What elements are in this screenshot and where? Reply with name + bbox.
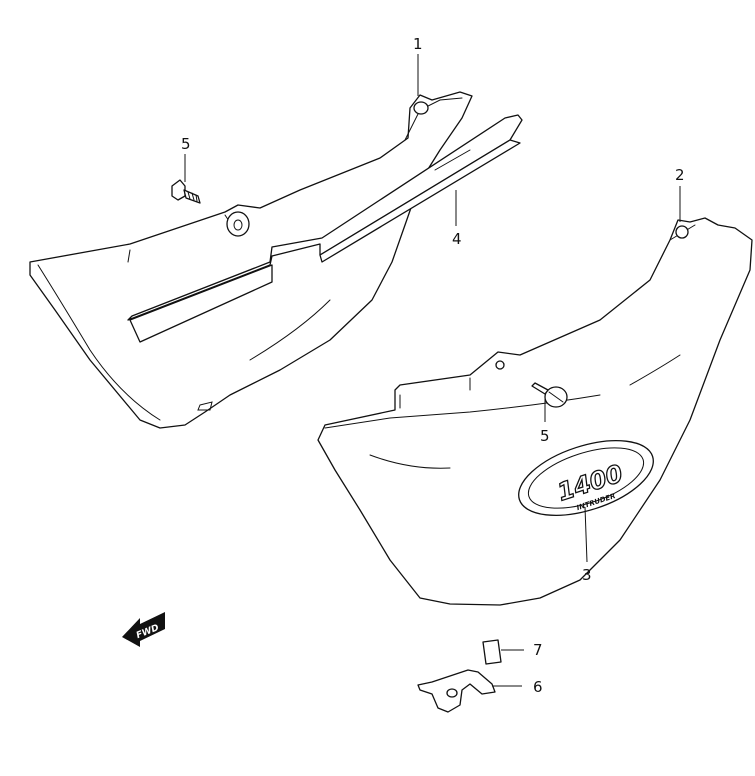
cover-strip <box>127 114 523 343</box>
callout-1: 1 <box>413 35 423 53</box>
callout-labels: 1 2 3 4 5 5 6 7 <box>181 35 685 696</box>
callout-7: 7 <box>533 641 543 659</box>
right-frame-cover <box>317 217 753 606</box>
screw-left <box>171 179 201 204</box>
callout-5-right: 5 <box>540 427 550 445</box>
screw-right <box>531 382 568 408</box>
leader-lines <box>184 54 681 687</box>
callout-4: 4 <box>452 230 462 248</box>
cushion-pad <box>482 639 502 665</box>
fwd-arrow-icon <box>122 612 165 647</box>
model-emblem: 1400 INTRUDER <box>518 440 654 516</box>
mounting-tab-hole <box>226 211 250 237</box>
callout-5-left: 5 <box>181 135 191 153</box>
fwd-arrow: FWD <box>122 612 165 647</box>
clip-bracket <box>417 669 496 713</box>
top-tab-hole <box>413 101 429 115</box>
callout-3: 3 <box>582 566 592 584</box>
callout-6: 6 <box>533 678 543 696</box>
callout-2: 2 <box>675 166 685 184</box>
left-frame-cover <box>29 91 473 429</box>
